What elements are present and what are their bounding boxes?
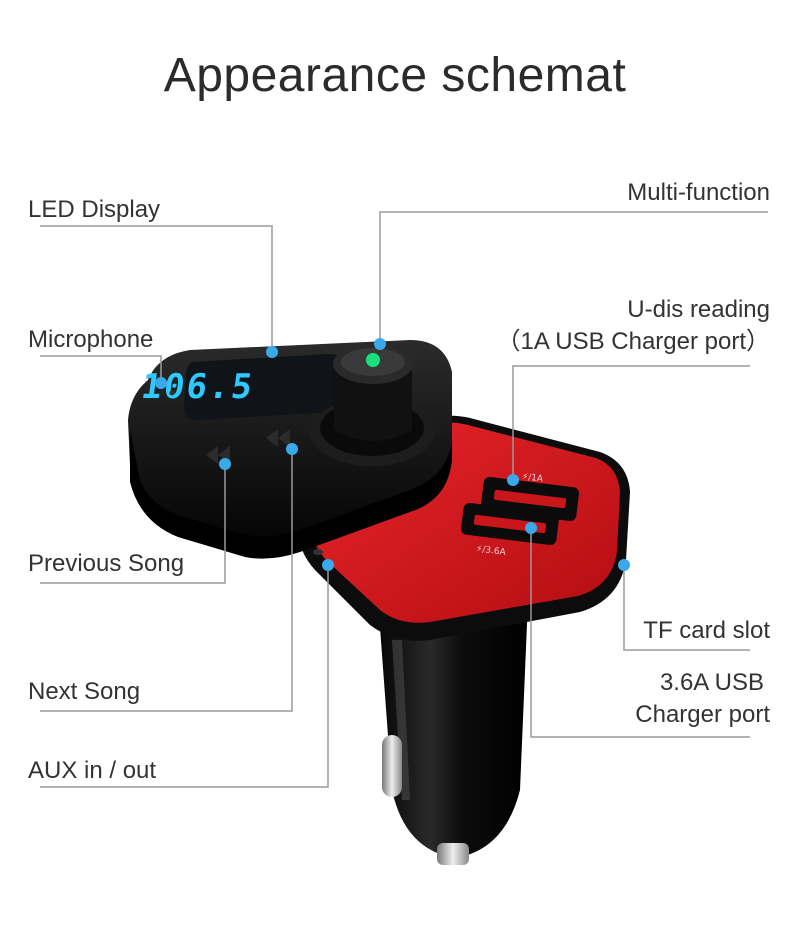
side-contact	[382, 735, 402, 797]
leader-next	[40, 449, 293, 712]
leader-tf	[623, 565, 750, 651]
leader-udis	[512, 365, 750, 480]
label-aux: AUX in / out	[28, 757, 157, 784]
leader-usb36	[530, 528, 750, 738]
knob-body	[334, 370, 412, 441]
label-previous-song: Previous Song	[28, 550, 185, 577]
label-usb36-line1: 3.6A USB	[659, 669, 764, 696]
aux-port	[313, 549, 323, 555]
label-led-display: LED Display	[28, 196, 161, 223]
plug-highlight	[392, 640, 410, 800]
dot-led	[266, 346, 278, 358]
leader-lines	[40, 211, 768, 788]
next-song-button	[266, 429, 290, 447]
lcd-window	[183, 354, 345, 420]
leader-aux	[40, 565, 329, 788]
dot-usb36	[525, 522, 537, 534]
label-next-song: Next Song	[28, 678, 141, 705]
port-36a-label: ⚡/3.6A	[475, 544, 507, 558]
head-unit-edge	[130, 430, 452, 559]
leader-multi	[379, 211, 768, 344]
label-udis-line2: （1A USB Charger port）	[496, 328, 770, 355]
tip-contact	[437, 843, 469, 865]
label-microphone: Microphone	[28, 326, 154, 353]
dot-microphone	[155, 377, 167, 389]
phone-icon	[366, 353, 380, 367]
port-1a-label: ⚡/1A	[521, 472, 544, 485]
microphone-hole	[169, 390, 175, 396]
dot-multi	[374, 338, 386, 350]
leader-previous	[40, 464, 226, 584]
lcd-reading: 106.5	[139, 367, 257, 407]
dot-previous	[219, 458, 231, 470]
dot-tf	[618, 559, 630, 571]
dot-aux	[322, 559, 334, 571]
label-multi-function: Multi-function	[627, 179, 770, 206]
plug-body	[378, 600, 528, 858]
label-tf-card: TF card slot	[643, 617, 770, 644]
callout-dots	[155, 338, 630, 571]
dot-next	[286, 443, 298, 455]
dot-udis	[507, 474, 519, 486]
label-usb36-line2: Charger port	[635, 701, 770, 728]
label-udis-line1: U-dis reading	[627, 296, 770, 323]
diagram-title: Appearance schemat	[163, 49, 627, 102]
leader-microphone	[40, 355, 162, 383]
leader-led	[40, 225, 273, 352]
